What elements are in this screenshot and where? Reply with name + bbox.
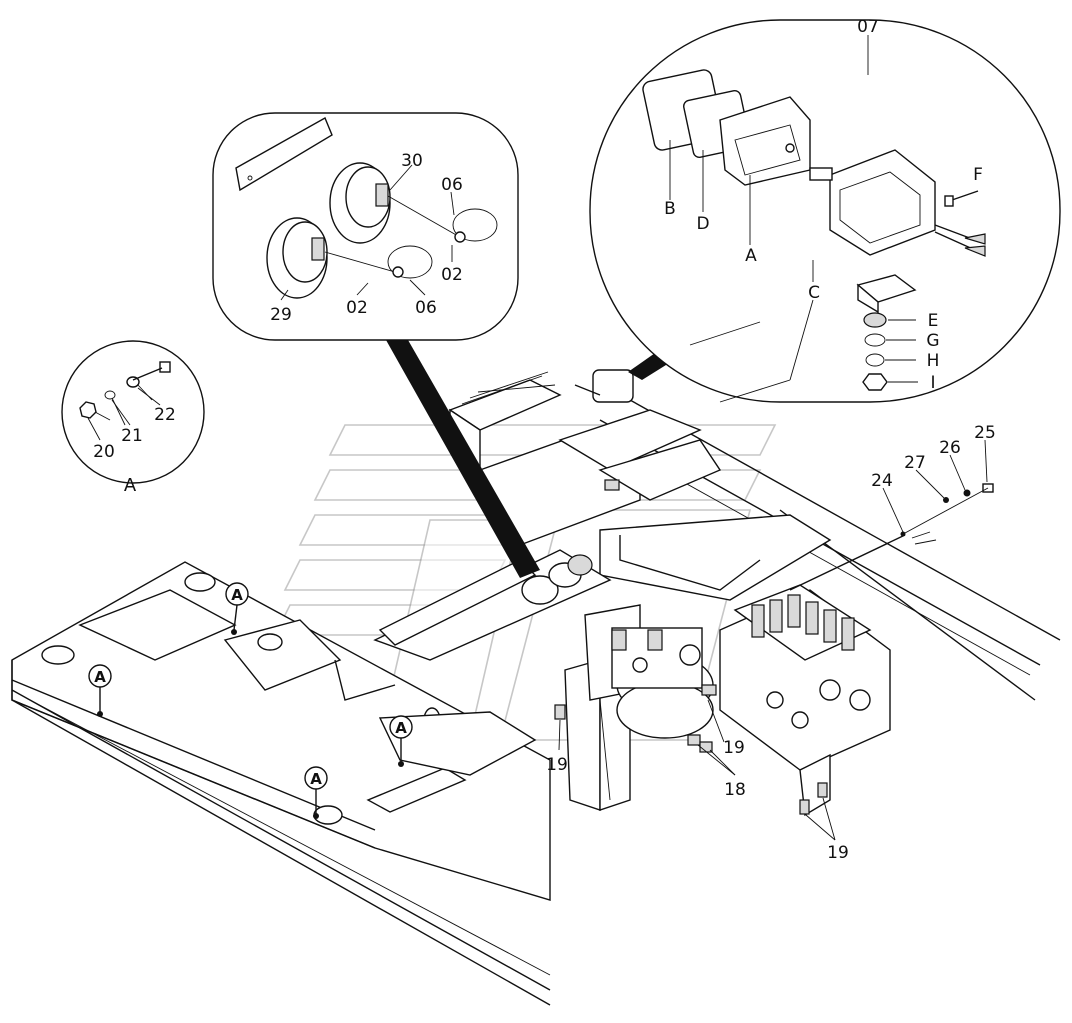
- label-02-left: 02: [346, 298, 368, 318]
- label-25: 25: [974, 423, 996, 443]
- svg-text:A: A: [395, 719, 407, 737]
- label-30: 30: [401, 151, 423, 171]
- label-18: 18: [724, 780, 746, 800]
- label-G: G: [926, 331, 939, 351]
- label-A-lamp: A: [745, 246, 757, 266]
- control-valve: [719, 534, 906, 817]
- label-29: 29: [270, 305, 292, 325]
- marker-A3: A: [389, 715, 413, 767]
- fastener-detail-bubble: [61, 340, 205, 484]
- label-07: 07: [857, 17, 879, 37]
- label-24: 24: [871, 471, 893, 491]
- svg-text:A: A: [94, 668, 106, 686]
- bolt-set-24-27: [900, 483, 994, 545]
- horn-mount: [373, 549, 612, 661]
- label-22: 22: [154, 405, 176, 425]
- label-06-bottom: 06: [415, 298, 437, 318]
- svg-text:A: A: [310, 770, 322, 788]
- label-19-bottom: 19: [827, 843, 849, 863]
- label-H: H: [927, 351, 940, 371]
- label-detail-A: A: [124, 475, 137, 496]
- label-E: E: [928, 311, 939, 331]
- label-26: 26: [939, 438, 961, 458]
- label-19-mid: 19: [723, 738, 745, 758]
- marker-A2: A: [225, 582, 249, 635]
- label-C: C: [808, 283, 820, 303]
- horn-detail-bubble: [212, 112, 519, 341]
- label-D: D: [696, 214, 709, 234]
- label-19-left: 19: [546, 755, 568, 775]
- label-I: I: [930, 373, 935, 393]
- label-F: F: [973, 165, 983, 185]
- marker-A4: A: [304, 766, 328, 819]
- svg-text:A: A: [231, 586, 243, 604]
- main-frame: [11, 561, 551, 1006]
- callout-labels: 07 30 06 02 29 02 06 B D A C F E G H I 2…: [93, 17, 996, 863]
- label-B: B: [664, 199, 676, 219]
- label-06-top: 06: [441, 175, 463, 195]
- hydraulic-pump: [554, 604, 717, 811]
- label-02-right: 02: [441, 265, 463, 285]
- label-21: 21: [121, 426, 143, 446]
- lamp-detail-bubble: [589, 19, 1061, 403]
- marker-A1: A: [88, 664, 112, 717]
- label-27: 27: [904, 453, 926, 473]
- leader-lines: [87, 35, 988, 841]
- label-20: 20: [93, 442, 115, 462]
- step-assembly: [448, 369, 722, 546]
